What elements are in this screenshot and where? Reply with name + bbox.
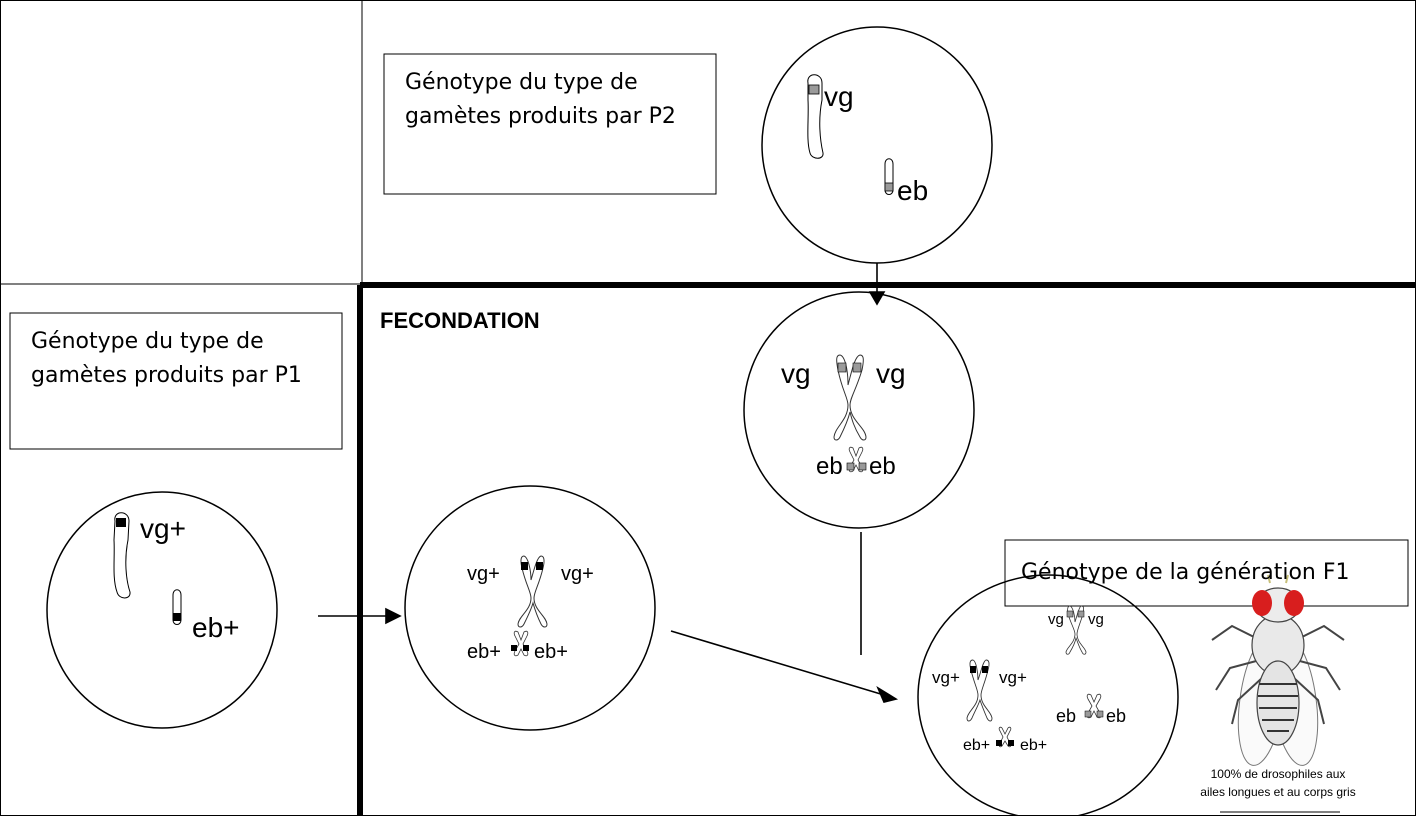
arrow-right-icon xyxy=(385,607,402,625)
allele-locus-icon xyxy=(1066,610,1074,618)
p2-gametes-label: Génotype du type de gamètes produits par… xyxy=(405,70,676,129)
x-chromosome-icon xyxy=(833,354,867,441)
allele-locus-icon xyxy=(1077,610,1085,618)
allele-label: eb+ xyxy=(1020,737,1047,754)
p2-gamete-cell xyxy=(761,26,993,264)
f1-label-box xyxy=(1004,539,1409,607)
allele-label: vg+ xyxy=(932,668,960,687)
allele-locus-icon xyxy=(116,518,126,527)
allele-label: eb+ xyxy=(192,612,240,643)
allele-locus-icon xyxy=(1008,740,1014,746)
allele-locus-icon xyxy=(1084,710,1092,718)
allele-label: vg+ xyxy=(999,668,1027,687)
p1-gamete-cell xyxy=(46,491,278,729)
allele-locus-icon xyxy=(808,84,820,95)
allele-locus-icon xyxy=(521,562,528,570)
p2-gamete-chromosomes: vg eb xyxy=(807,74,928,206)
allele-label: vg xyxy=(1088,611,1104,628)
allele-locus-icon xyxy=(536,562,543,570)
p2-label-box xyxy=(383,53,717,195)
allele-locus-icon xyxy=(523,645,529,651)
allele-locus-icon xyxy=(996,740,1002,746)
x-chromosome-icon xyxy=(1065,605,1087,655)
f1-chromosomes: vg+ vg+ vg vg eb eb eb+ eb+ xyxy=(932,605,1126,754)
allele-label: vg xyxy=(781,358,811,389)
allele-locus-icon xyxy=(173,613,181,621)
allele-label: vg+ xyxy=(467,563,500,585)
f1-cell xyxy=(917,574,1179,816)
p1-zygote-chromosomes: vg+ vg+ eb+ eb+ xyxy=(467,555,594,663)
p1-gamete-chromosomes: vg+ eb+ xyxy=(113,512,240,643)
long-chromosome-icon xyxy=(807,74,824,159)
allele-label: eb xyxy=(869,453,896,480)
allele-label: eb xyxy=(816,453,843,480)
p1-gametes-label: Génotype du type de gamètes produits par… xyxy=(31,329,302,388)
allele-locus-icon xyxy=(511,645,517,651)
x-chromosome-icon xyxy=(966,659,993,722)
allele-locus-icon xyxy=(846,462,855,471)
drosophila-fly-icon xyxy=(1211,574,1345,766)
red-eye-icon xyxy=(1252,590,1272,616)
allele-locus-icon xyxy=(837,362,847,373)
allele-locus-icon xyxy=(884,182,894,192)
allele-label: vg xyxy=(1048,611,1064,628)
allele-label: vg+ xyxy=(561,563,594,585)
fly-caption-line2: ailes longues et au corps gris xyxy=(1200,785,1355,799)
allele-locus-icon xyxy=(852,362,862,373)
allele-locus-icon xyxy=(1096,710,1104,718)
fly-caption-line1: 100% de drosophiles aux xyxy=(1211,767,1346,781)
allele-label: vg+ xyxy=(140,513,186,544)
allele-label: eb xyxy=(1056,706,1076,726)
allele-locus-icon xyxy=(970,666,976,673)
arrow-diagonal-icon xyxy=(876,686,899,703)
small-x-chromosome-icon xyxy=(513,630,529,657)
allele-label: eb+ xyxy=(963,737,990,754)
long-chromosome-icon xyxy=(113,512,131,599)
fecondation-heading: FECONDATION xyxy=(380,308,540,333)
allele-label: eb+ xyxy=(467,641,501,663)
allele-label: eb+ xyxy=(534,641,568,663)
allele-label: vg xyxy=(876,358,906,389)
x-chromosome-icon xyxy=(517,555,548,628)
p1-label-box xyxy=(9,312,343,450)
arrows xyxy=(318,263,899,703)
p1-zygote-cell xyxy=(404,485,656,731)
red-eye-icon xyxy=(1284,590,1304,616)
allele-locus-icon xyxy=(982,666,988,673)
f1-genotype-label: Génotype de la génération F1 xyxy=(1021,560,1350,585)
allele-label: eb xyxy=(1106,706,1126,726)
allele-label: eb xyxy=(897,175,928,206)
p2-zygote-cell xyxy=(743,291,975,529)
allele-label: vg xyxy=(824,81,854,112)
arrow-down-icon xyxy=(868,291,886,306)
p2-zygote-chromosomes: vg vg eb eb xyxy=(781,354,906,480)
allele-locus-icon xyxy=(858,462,867,471)
